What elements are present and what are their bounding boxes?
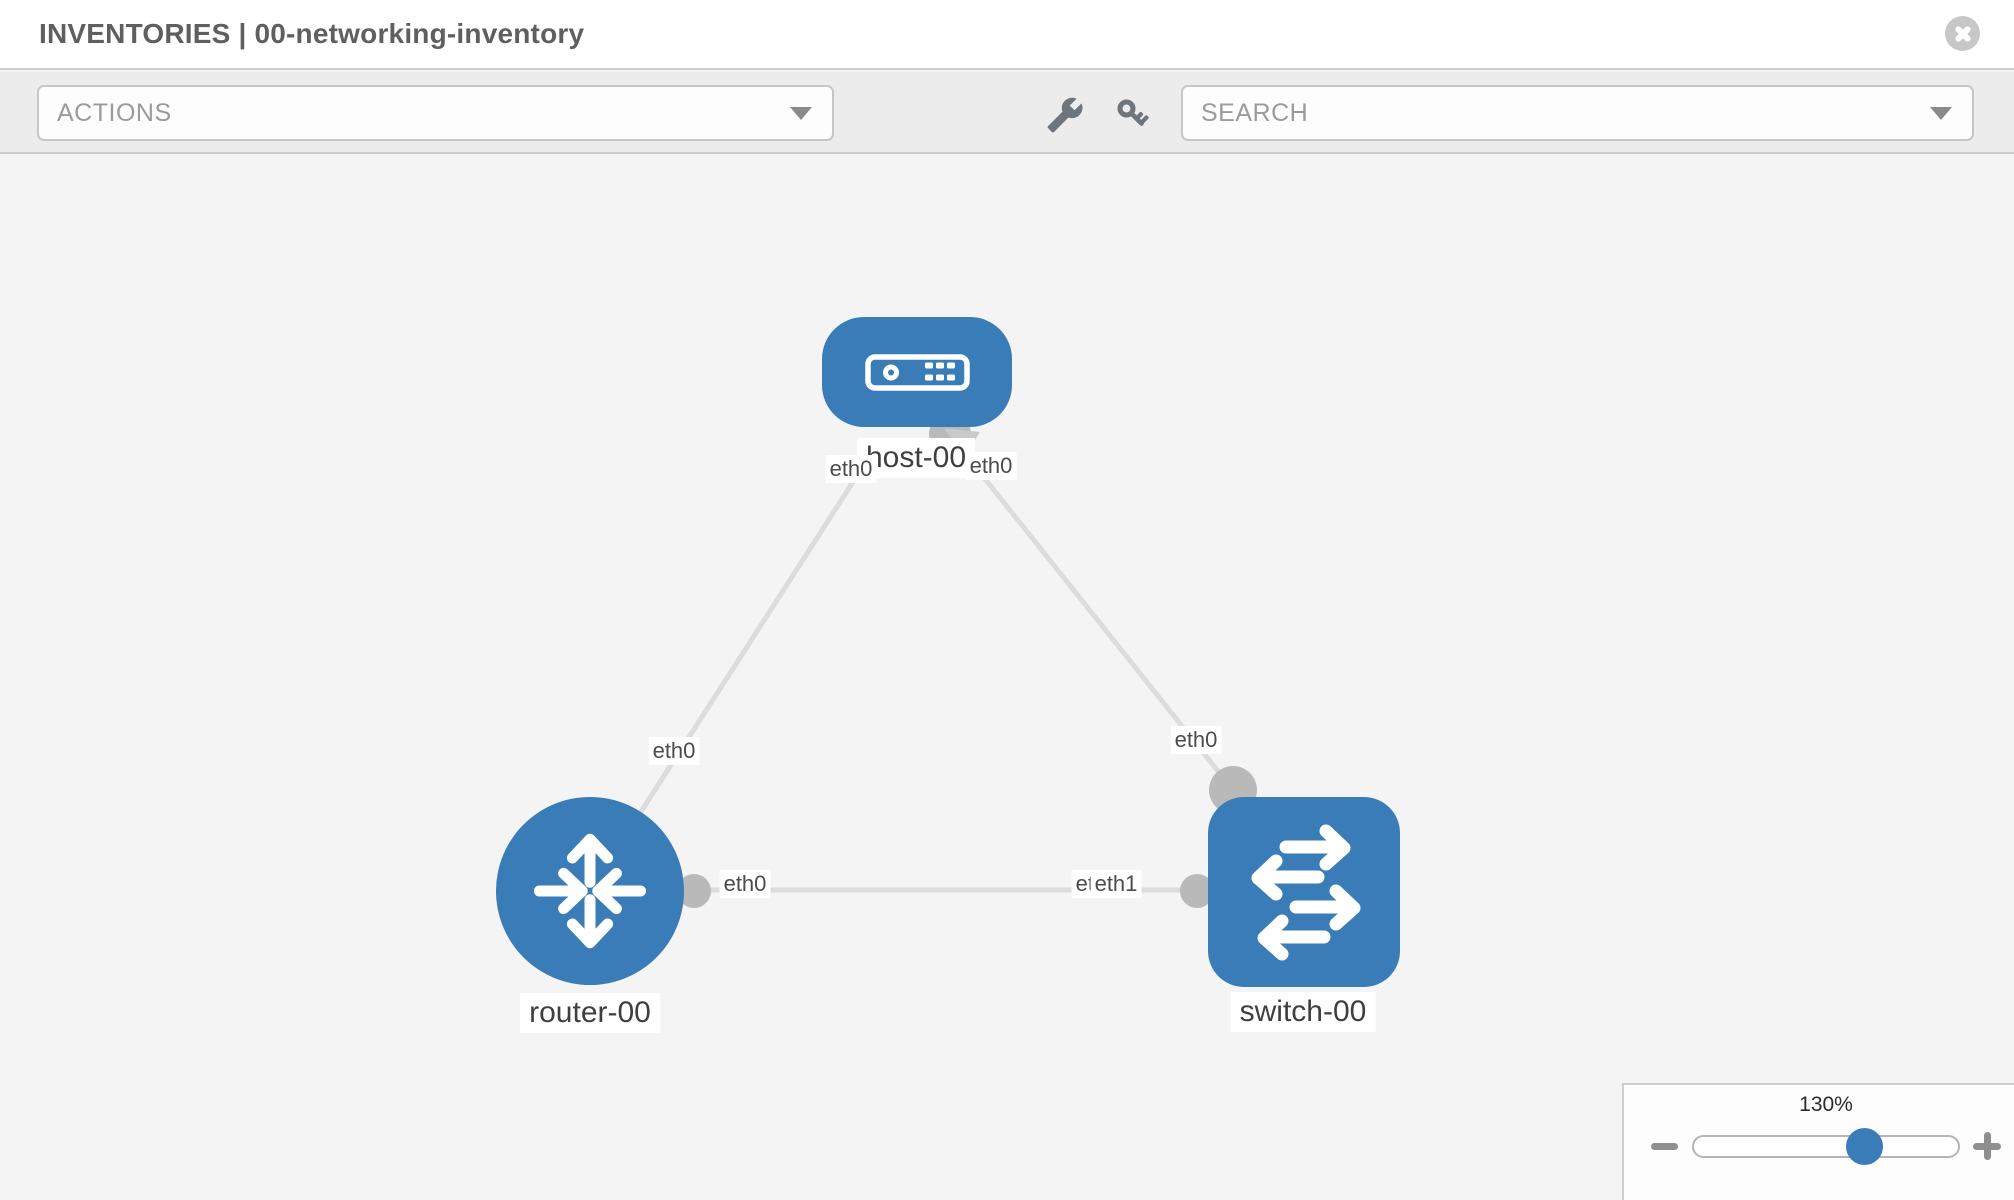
node-host-00[interactable] — [822, 317, 1012, 427]
node-switch-00[interactable] — [1208, 797, 1400, 987]
iface-label-switch-eth1: eth1 — [1090, 870, 1142, 898]
node-router-00[interactable] — [496, 797, 684, 985]
node-label-host: host-00 — [856, 438, 976, 478]
minus-icon[interactable] — [1651, 1143, 1678, 1150]
router-arrows-icon — [533, 833, 647, 949]
node-label-switch: switch-00 — [1230, 992, 1376, 1032]
header: INVENTORIES | 00-networking-inventory — [0, 0, 2014, 70]
iface-label-switch-uplink: eth0 — [1170, 726, 1222, 754]
switch-arrows-icon — [1251, 824, 1361, 961]
iface-label-host-left: eth0 — [825, 455, 877, 483]
search-dropdown-label: SEARCH — [1201, 99, 1309, 127]
zoom-slider-track[interactable] — [1692, 1135, 1960, 1158]
chevron-down-icon — [1930, 107, 1952, 120]
connector-router-right — [677, 874, 711, 908]
connector-switch-left — [1180, 874, 1214, 908]
iface-label-router-uplink: eth0 — [648, 737, 700, 765]
plus-icon[interactable] — [1973, 1132, 2001, 1160]
page-title: INVENTORIES | 00-networking-inventory — [39, 18, 585, 49]
chevron-down-icon — [790, 107, 812, 120]
search-dropdown[interactable]: SEARCH — [1181, 85, 1974, 141]
iface-label-router-eth0: eth0 — [719, 870, 771, 898]
zoom-percent-value: 130% — [1799, 1093, 1853, 1116]
zoom-control-panel: 130% — [1622, 1083, 2014, 1200]
key-icon[interactable] — [1114, 96, 1152, 134]
toolbar: ACTIONS SEARCH — [0, 72, 2014, 154]
wrench-icon[interactable] — [1046, 96, 1084, 134]
server-icon — [864, 353, 970, 391]
close-icon[interactable] — [1945, 16, 1980, 51]
zoom-slider-handle[interactable] — [1846, 1128, 1883, 1165]
node-label-router: router-00 — [520, 993, 660, 1033]
actions-dropdown[interactable]: ACTIONS — [37, 85, 834, 141]
actions-dropdown-label: ACTIONS — [57, 99, 172, 127]
iface-label-host-right: eth0 — [965, 452, 1017, 480]
